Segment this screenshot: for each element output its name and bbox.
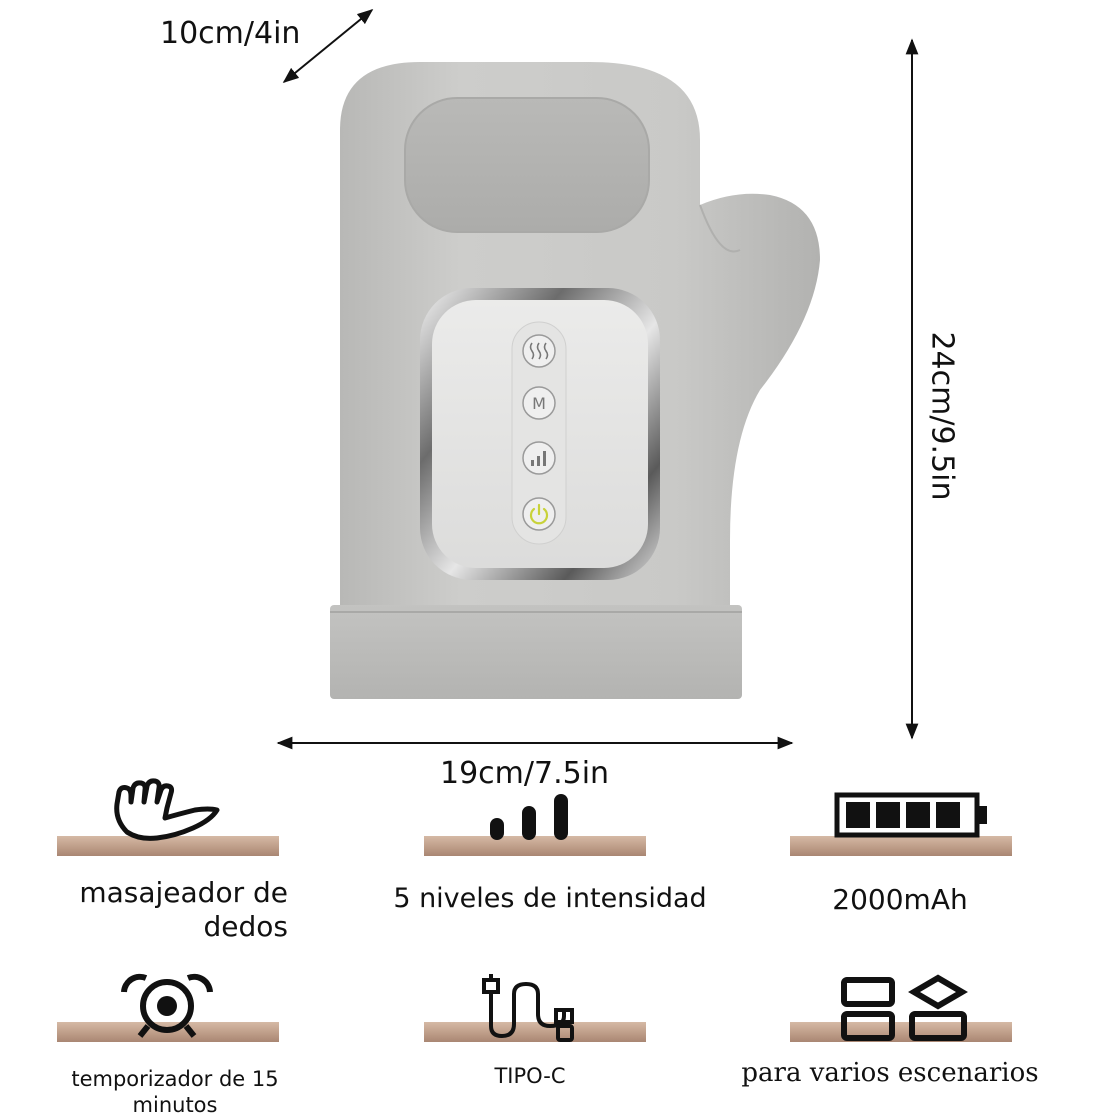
feature-timer: temporizador de 15 minutos bbox=[0, 968, 300, 1117]
depth-arrow bbox=[282, 8, 374, 84]
intensity-icon bbox=[531, 451, 546, 466]
feature-shelf bbox=[790, 836, 1012, 856]
battery-icon bbox=[834, 792, 987, 838]
hand-icon bbox=[114, 778, 220, 841]
feature-label: masajeador de dedos bbox=[79, 876, 288, 943]
heat-button[interactable] bbox=[522, 334, 556, 368]
feature-battery: 2000mAh bbox=[780, 780, 1080, 950]
massage-pad bbox=[404, 97, 650, 233]
power-icon bbox=[529, 503, 549, 525]
mitten-cuff bbox=[330, 605, 742, 699]
feature-label: 2000mAh bbox=[832, 883, 968, 916]
mode-button[interactable]: M bbox=[522, 386, 556, 420]
feature-label: 5 niveles de intensidad bbox=[393, 883, 707, 914]
feature-shelf bbox=[424, 1022, 646, 1042]
product-illustration: M bbox=[276, 8, 919, 750]
levels-icon bbox=[490, 794, 568, 840]
feature-label: TIPO-C bbox=[494, 1064, 566, 1088]
usb-c-cable-icon bbox=[482, 974, 574, 1042]
depth-dimension-label: 10cm/4in bbox=[160, 16, 301, 51]
scenarios-icon bbox=[841, 974, 968, 1041]
alarm-clock-icon bbox=[121, 973, 213, 1038]
feature-label: temporizador de 15 minutos bbox=[71, 1067, 279, 1117]
power-button[interactable] bbox=[522, 497, 556, 531]
feature-shelf bbox=[57, 836, 279, 856]
feature-finger-massager: masajeador de dedos bbox=[0, 778, 300, 950]
height-dimension-label: 24cm/9.5in bbox=[924, 331, 960, 501]
intensity-button[interactable] bbox=[522, 441, 556, 475]
feature-intensity-levels: 5 niveles de intensidad bbox=[393, 780, 707, 950]
feature-shelf bbox=[424, 836, 646, 856]
mode-icon: M bbox=[532, 394, 546, 413]
width-dimension-label: 19cm/7.5in bbox=[440, 756, 610, 791]
feature-label: para varios escenarios bbox=[741, 1058, 1039, 1088]
feature-usb-c: TIPO-C bbox=[400, 968, 700, 1100]
feature-scenarios: para varios escenarios bbox=[741, 968, 1080, 1100]
heat-icon bbox=[529, 342, 549, 360]
